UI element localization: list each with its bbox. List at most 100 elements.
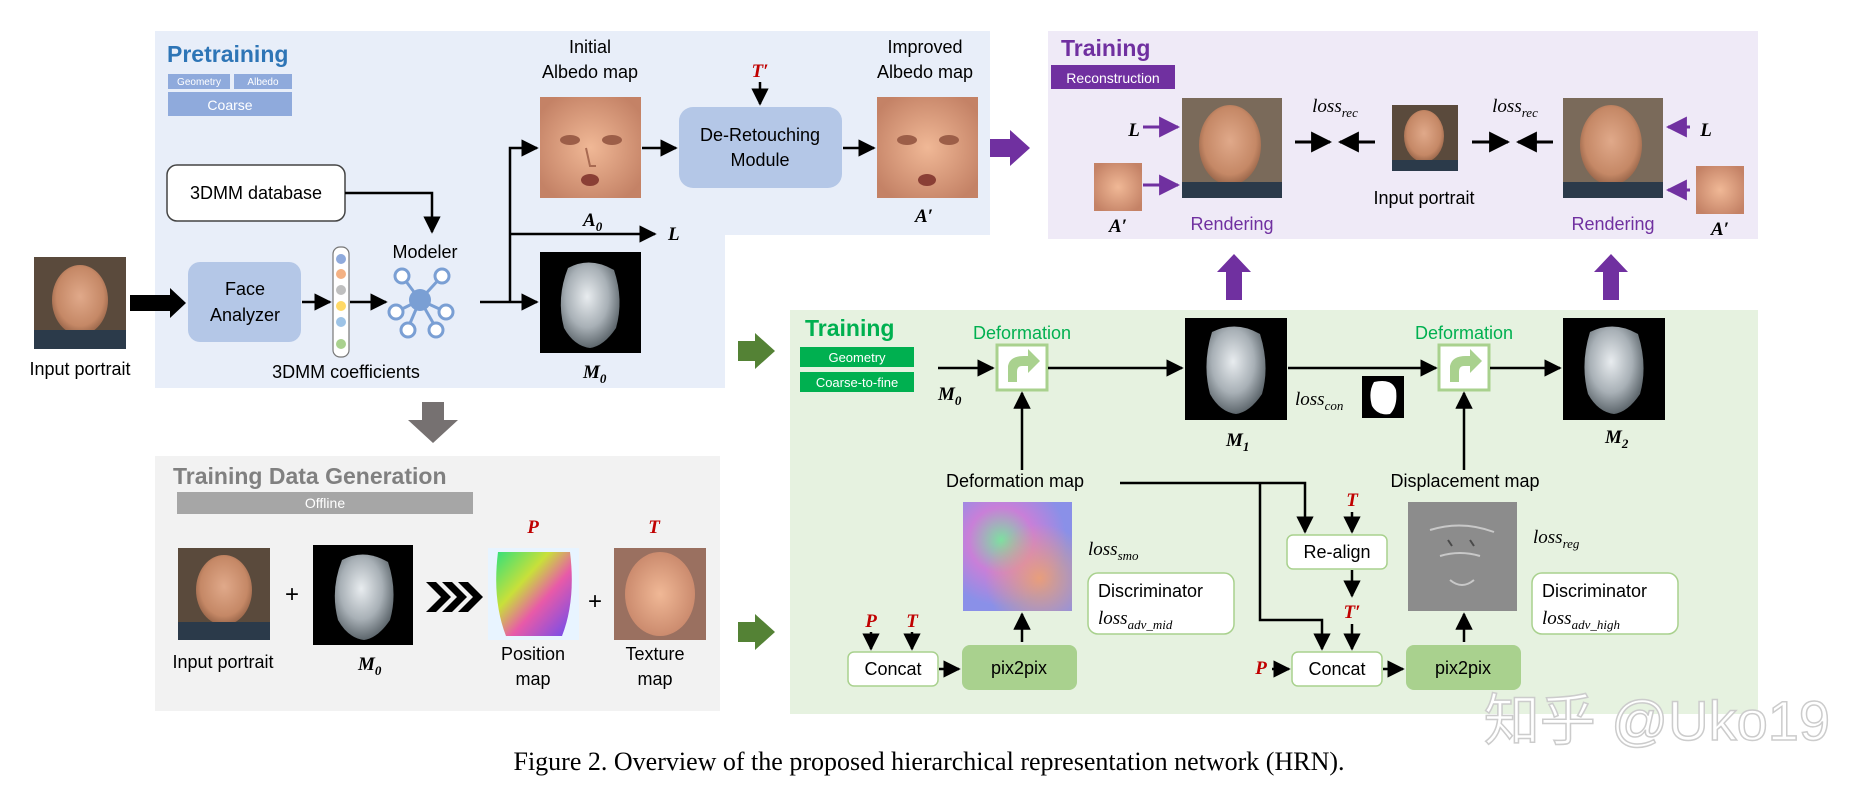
m2-label: M2 xyxy=(1604,427,1629,451)
pretrain-to-tdg-arrow xyxy=(408,402,458,443)
pix2pix-1-label: pix2pix xyxy=(991,658,1047,678)
discriminator-mid-label: Discriminator xyxy=(1098,581,1203,601)
position-map-label-1: Position xyxy=(501,644,565,664)
modeler-label: Modeler xyxy=(392,242,457,262)
input-portrait-left-image xyxy=(34,257,126,349)
chip-coarse xyxy=(168,92,292,116)
l-left-label: L xyxy=(1127,120,1140,141)
training-geometry-arrows xyxy=(862,359,1562,678)
chip-reconstruction-label: Reconstruction xyxy=(1066,70,1159,86)
loss-adv-mid-label: lossadv_mid xyxy=(1098,608,1173,632)
a-prime-right-thumb xyxy=(1696,166,1744,214)
tdg-title: Training Data Generation xyxy=(173,463,447,489)
tdg-m0-label: M0 xyxy=(357,654,382,678)
m1-mesh-image xyxy=(1185,318,1287,420)
realign-box xyxy=(1286,534,1388,570)
loss-smo-label: losssmo xyxy=(1088,539,1139,563)
rendering-right-image xyxy=(1563,98,1663,198)
a0-label: A0 xyxy=(582,210,603,234)
loss-rec-left-label: lossrec xyxy=(1312,96,1358,120)
input-portrait-center-label: Input portrait xyxy=(1373,188,1474,208)
3dmm-coefficients-label: 3DMM coefficients xyxy=(272,362,420,382)
improved-albedo-map-image xyxy=(877,97,978,198)
deformation-1-icon xyxy=(995,343,1049,392)
concat2-p-label: P xyxy=(1254,658,1267,679)
modeler-network-icon xyxy=(387,267,455,339)
green-arrow-top xyxy=(738,333,775,369)
pretraining-arrows xyxy=(302,82,876,311)
face-analyzer-box xyxy=(188,262,301,342)
texture-map-label-1: Texture xyxy=(625,644,684,664)
initial-albedo-label-2: Albedo map xyxy=(542,62,638,82)
input-arrow xyxy=(130,288,186,318)
pix2pix-1-box xyxy=(962,645,1077,690)
a-prime-right-label: A′ xyxy=(1710,219,1729,240)
l-right-label: L xyxy=(1699,120,1712,141)
discriminator-high-label: Discriminator xyxy=(1542,581,1647,601)
training-reconstruction-title: Training xyxy=(1061,35,1150,61)
realign-t-prime-label: T′ xyxy=(1344,602,1361,623)
de-retouching-label-2: Module xyxy=(730,150,789,170)
rendering-left-label: Rendering xyxy=(1190,214,1273,234)
chip-geometry-label: Geometry xyxy=(177,77,221,88)
pretraining-title: Pretraining xyxy=(167,41,288,67)
loss-con-label: losscon xyxy=(1295,389,1343,413)
displacement-map-label: Displacement map xyxy=(1390,471,1539,491)
training-reconstruction-panel: Training Reconstruction L A′ Rendering l… xyxy=(1048,31,1758,240)
training-geometry-panel: Training Geometry Coarse-to-fine M0 Defo… xyxy=(790,310,1758,714)
tdg-input-portrait-image xyxy=(178,548,270,640)
chip-coarse-to-fine xyxy=(800,372,914,392)
loss-adv-high-label: lossadv_high xyxy=(1542,608,1620,632)
chip-albedo xyxy=(234,74,292,89)
concat-1-label: Concat xyxy=(864,659,921,679)
a-prime-left-label: A′ xyxy=(1108,216,1127,237)
improved-albedo-label-1: Improved xyxy=(887,37,962,57)
input-portrait-left-label: Input portrait xyxy=(29,359,130,379)
chip-geometry xyxy=(168,74,230,89)
de-retouching-module-box xyxy=(679,107,842,188)
a-prime-label: A′ xyxy=(914,206,933,227)
realign-label: Re-align xyxy=(1303,542,1370,562)
chip-albedo-label: Albedo xyxy=(247,77,279,88)
pretrain-to-recon-arrow xyxy=(990,130,1030,166)
m0-mesh-image xyxy=(540,252,641,353)
pix2pix-2-box xyxy=(1406,645,1521,690)
concat1-p-label: P xyxy=(864,611,877,632)
m0-label-pretrain: M0 xyxy=(582,362,607,386)
deformation-2-icon xyxy=(1437,343,1491,392)
figure-caption: Figure 2. Overview of the proposed hiera… xyxy=(514,747,1345,776)
pretraining-panel: Pretraining Geometry Albedo Coarse 3DMM … xyxy=(155,31,990,388)
tdg-chevrons xyxy=(426,582,483,612)
a-prime-left-thumb xyxy=(1094,163,1142,211)
input-portrait-center-image xyxy=(1392,105,1458,171)
tdg-m0-mesh-image xyxy=(313,545,413,645)
t-prime-label-top: T′ xyxy=(752,61,769,82)
training-geometry-title: Training xyxy=(805,315,894,341)
m2-mesh-image xyxy=(1563,318,1665,420)
tdg-input-portrait-label: Input portrait xyxy=(172,652,273,672)
concat-2-label: Concat xyxy=(1308,659,1365,679)
tdg-plus-2: + xyxy=(588,588,602,615)
tdg-plus-1: + xyxy=(285,581,299,608)
l-label: L xyxy=(667,224,680,245)
initial-albedo-map-image xyxy=(540,97,641,198)
m1-label: M1 xyxy=(1225,430,1249,454)
deformation-map-image xyxy=(963,502,1072,611)
deformation-map-label: Deformation map xyxy=(946,471,1084,491)
tdg-p-label: P xyxy=(526,517,539,538)
loss-reg-label: lossreg xyxy=(1533,527,1580,551)
improved-albedo-label-2: Albedo map xyxy=(877,62,973,82)
reconstruction-purple-arrows xyxy=(1143,116,1690,201)
texture-map-image xyxy=(614,548,706,640)
de-retouching-label-1: De-Retouching xyxy=(700,125,820,145)
pix2pix-2-label: pix2pix xyxy=(1435,658,1491,678)
chip-reconstruction xyxy=(1051,65,1175,89)
m2-to-rendering-arrow xyxy=(1594,254,1628,300)
rendering-left-image xyxy=(1182,98,1282,198)
tdg-t-label: T xyxy=(648,517,661,538)
3dmm-database-label: 3DMM database xyxy=(190,183,322,203)
green-arrow-bottom xyxy=(738,614,775,650)
loss-con-mask-image xyxy=(1362,376,1404,418)
texture-map-label-2: map xyxy=(637,669,672,689)
